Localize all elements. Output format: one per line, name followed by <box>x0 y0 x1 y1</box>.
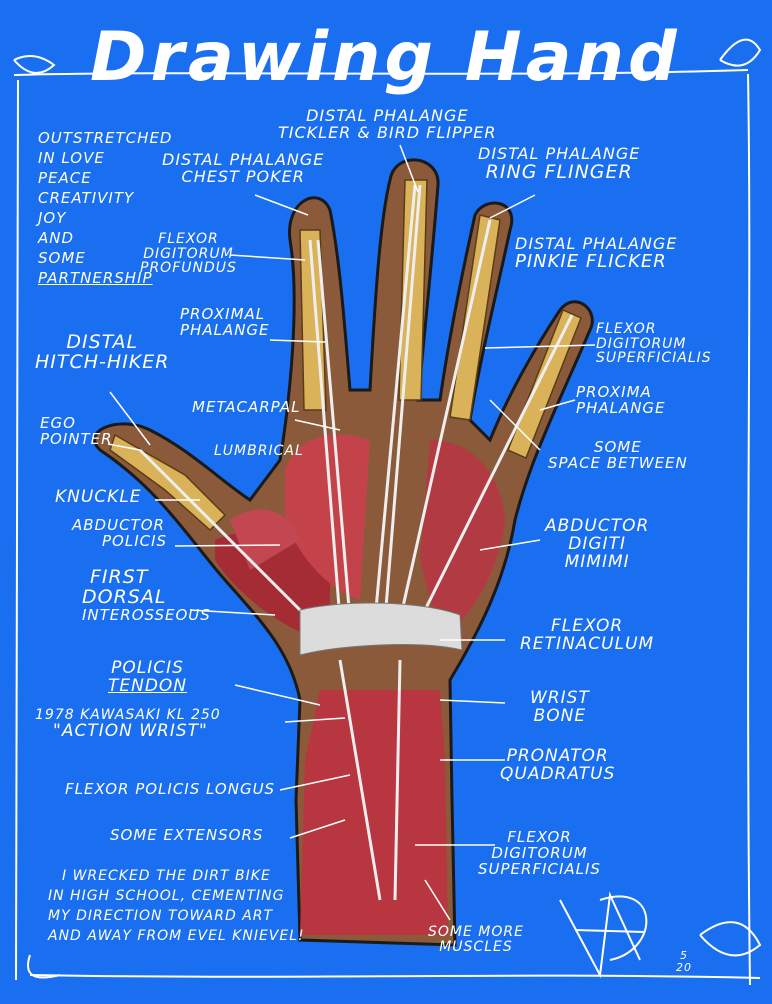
label-line: Pronator <box>506 746 609 766</box>
finger-bones <box>109 179 582 532</box>
note-line: peace <box>38 169 92 187</box>
label-line: Digitorum <box>491 843 588 862</box>
label-line: Abductor <box>545 516 650 536</box>
label-line: Distal Phalange <box>515 234 678 253</box>
label-line: Policis <box>102 531 168 550</box>
label-ego-pointer: Ego Pointer <box>40 414 113 448</box>
label-distal-tickler: Distal Phalange Tickler & Bird Flipper <box>278 106 497 142</box>
label-line: Wrist <box>530 688 590 708</box>
label-some-space: Some Space Between <box>548 438 688 472</box>
label-line: Pinkie Flicker <box>515 250 667 272</box>
story-line: I wrecked the dirt bike <box>62 868 271 884</box>
label-line: Flexor <box>507 828 572 846</box>
note-line: partnership <box>38 269 153 287</box>
label-distal-hitch: Distal Hitch-Hiker <box>35 331 170 373</box>
label-some-more-muscles: Some more muscles <box>428 925 524 954</box>
label-line: Phalange <box>576 398 666 417</box>
label-line: Some more <box>428 924 524 940</box>
label-line: Distal Phalange <box>306 106 469 125</box>
story-note: I wrecked the dirt bike in high school, … <box>48 866 305 946</box>
label-line: Abductor <box>72 516 165 534</box>
label-flexor-retinaculum: Flexor Retinaculum <box>520 616 655 654</box>
label-line: Superficialis <box>596 350 712 367</box>
left-notes: Outstretched in love peace creativity jo… <box>38 128 172 288</box>
label-metacarpal: Metacarpal <box>192 398 301 416</box>
story-line: my direction toward art <box>48 908 274 924</box>
label-knuckle: Knuckle <box>55 487 142 507</box>
label-flexor-profundus: Flexor Digitorum Profundus <box>140 232 237 276</box>
label-line: Mimimi <box>564 551 630 572</box>
label-line: Some <box>594 438 642 456</box>
label-line: "Action Wrist" <box>53 720 208 741</box>
note-line: and <box>38 229 75 247</box>
page-title: Drawing Hand <box>90 18 681 97</box>
label-line: Interosseous <box>82 605 211 624</box>
sketch-frame <box>13 38 762 986</box>
label-distal-chest: Distal Phalange Chest Poker <box>162 150 325 186</box>
label-line: Ego <box>40 414 76 432</box>
label-flexor-superficialis-upper: Flexor Digitorum Superficialis <box>596 322 712 366</box>
label-line: Digitorum <box>143 245 234 262</box>
label-flexor-superficialis-lower: Flexor Digitorum Superficialis <box>478 828 601 878</box>
label-line: Superficialis <box>478 859 601 878</box>
label-line: Proximal <box>180 305 266 323</box>
date-month: 5 <box>680 949 688 962</box>
label-flexor-policis-longus: Flexor Policis Longus <box>65 780 276 798</box>
label-line: Flexor <box>158 231 219 247</box>
label-line: Dorsal <box>82 585 167 608</box>
label-line: Profundus <box>140 260 237 277</box>
label-distal-pinkie: Distal Phalange Pinkie Flicker <box>515 234 678 272</box>
note-line: some <box>38 249 86 267</box>
label-line: Distal Phalange <box>162 150 325 169</box>
label-line: Tickler & Bird Flipper <box>278 122 497 142</box>
label-line: Hitch-Hiker <box>35 350 170 373</box>
retinaculum-band <box>299 602 463 656</box>
label-line: Tendon <box>108 675 188 696</box>
label-line: Flexor <box>596 321 657 337</box>
label-line: 1978 Kawasaki KL 250 <box>35 707 221 723</box>
label-line: Digiti <box>568 533 626 554</box>
signature-date: 5 20 <box>676 950 692 973</box>
label-line: Chest Poker <box>181 166 305 186</box>
label-abductor-policis: Abductor Policis <box>72 516 168 550</box>
date-year: 20 <box>676 960 692 974</box>
label-line: Pointer <box>40 429 113 448</box>
label-line: Retinaculum <box>520 633 655 654</box>
label-line: Distal <box>66 331 139 353</box>
label-proximal-phalange: Proximal Phalange <box>180 305 270 339</box>
label-kawasaki: 1978 Kawasaki KL 250 "Action Wrist" <box>35 708 221 741</box>
label-line: Distal Phalange <box>478 144 641 163</box>
label-line: First <box>90 566 149 588</box>
label-line: Space Between <box>548 453 688 472</box>
story-line: and away from Evel Knievel! <box>48 928 305 944</box>
label-proxima-phalange: Proxima Phalange <box>576 383 666 417</box>
label-lumbrical: Lumbrical <box>214 443 304 459</box>
label-some-extensors: Some Extensors <box>110 826 264 844</box>
label-line: Ring Flinger <box>485 160 633 183</box>
label-line: muscles <box>439 938 513 955</box>
label-line: Digitorum <box>596 335 687 352</box>
label-first-dorsal: First Dorsal Interosseous <box>82 566 211 624</box>
artist-signature <box>559 891 648 979</box>
note-line: creativity <box>38 189 135 207</box>
leader-lines <box>107 144 596 921</box>
label-line: Proxima <box>576 383 652 401</box>
label-abductor-digiti: Abductor Digiti Mimimi <box>545 516 650 572</box>
label-line: Flexor <box>550 616 624 636</box>
note-line: joy <box>38 209 67 227</box>
label-policis-tendon: Policis Tendon <box>108 658 188 696</box>
label-line: Phalange <box>180 320 270 339</box>
label-pronator: Pronator Quadratus <box>500 746 616 784</box>
story-line: in high school, cementing <box>48 888 285 904</box>
label-line: Policis <box>111 658 184 678</box>
note-line: Outstretched <box>38 129 173 147</box>
label-distal-ring: Distal Phalange Ring Flinger <box>478 144 641 183</box>
label-line: Bone <box>533 705 587 726</box>
note-line: in love <box>38 149 105 167</box>
label-line: Quadratus <box>500 763 616 784</box>
label-wrist-bone: Wrist Bone <box>530 688 590 726</box>
